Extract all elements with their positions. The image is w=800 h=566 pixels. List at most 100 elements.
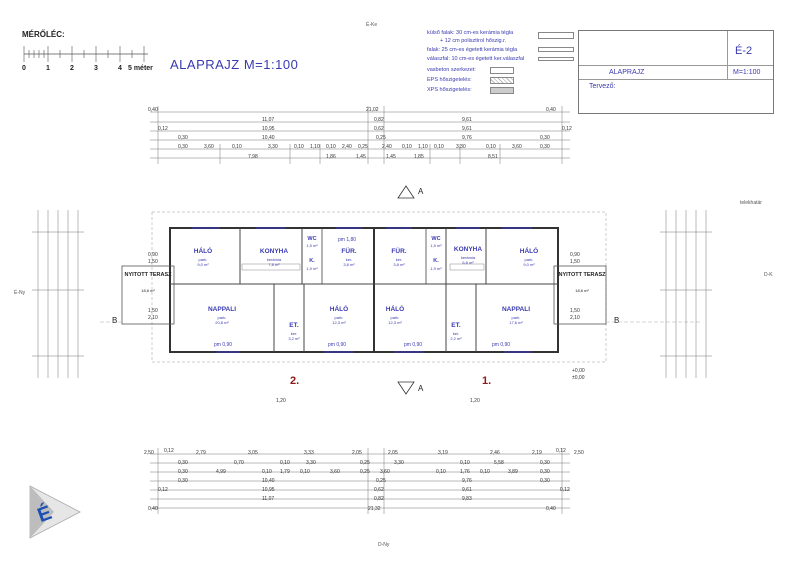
compass-top: É-Ke: [366, 22, 378, 28]
unit-number-1: 1.: [482, 375, 492, 387]
room-area: 6,8 m²: [462, 260, 474, 265]
dim: 10,95: [262, 487, 275, 493]
room-name: WC: [431, 236, 441, 242]
dim: 1,50: [570, 308, 580, 314]
dim: 2,40: [342, 144, 352, 150]
dim: 0,30: [178, 469, 188, 475]
room-name: HÁLÓ: [193, 248, 213, 255]
room-area: 7,8 m²: [268, 262, 280, 267]
legend-item: falak: 25 cm-es égetett kerámia tégla: [427, 47, 518, 53]
dim: 0,82: [374, 117, 384, 123]
dim: 0,12: [158, 126, 168, 132]
dim: 2,10: [148, 315, 158, 321]
level-mark: +0,00: [572, 368, 585, 374]
designer-label: Tervező:: [589, 83, 616, 90]
sill-height: pm 0,90: [214, 342, 233, 348]
scale-tick-4: 4: [118, 65, 122, 72]
north-arrow-icon: É: [29, 485, 81, 539]
dim: 3,89: [508, 469, 518, 475]
dim: 0,90: [148, 252, 158, 258]
dim: 0,25: [376, 478, 386, 484]
room-name: NAPPALI: [207, 306, 237, 313]
room-name: NAPPALI: [501, 306, 531, 313]
dim: 0,10: [294, 144, 304, 150]
dim: 21,02: [366, 107, 379, 113]
floor-plan: [100, 211, 700, 363]
scale-tick-3: 3: [94, 65, 98, 72]
dim: 3,19: [438, 450, 448, 456]
dim: 10,40: [262, 478, 275, 484]
room-floor: park.: [390, 315, 400, 320]
room-floor: park.: [334, 315, 344, 320]
dim: 0,25: [376, 135, 386, 141]
dim: 0,30: [178, 144, 188, 150]
dim: 0,40: [148, 107, 158, 113]
room-floor: ker.: [395, 257, 403, 262]
dim: 2,79: [196, 450, 206, 456]
dim: 9,61: [462, 117, 472, 123]
room-area: 3,8 m²: [343, 262, 355, 267]
room-floor: kerámia: [266, 257, 282, 262]
dim: 1,20: [276, 398, 286, 404]
legend-item: XPS hőszigetelés:: [427, 87, 472, 93]
dim: 1,50: [148, 259, 158, 265]
top-dimension-lines: [150, 106, 570, 164]
unit-number-2: 2.: [290, 375, 300, 387]
dim: 5,58: [494, 460, 504, 466]
room-area: 1,5 m²: [306, 243, 318, 248]
dim: 2,10: [570, 315, 580, 321]
dim: 0,12: [158, 487, 168, 493]
room-floor: ker.: [452, 331, 460, 336]
dim: 0,12: [556, 448, 566, 454]
dim: 0,10: [434, 144, 444, 150]
dim: 0,40: [148, 506, 158, 512]
scale-ruler-label: MÉRŐLÉC:: [22, 30, 65, 39]
dim: 0,10: [436, 469, 446, 475]
scale-tick-5: 5 méter: [128, 65, 153, 72]
room-name: K.: [433, 258, 439, 264]
room-area: 9,0 m²: [523, 262, 535, 267]
dim: 2,40: [382, 144, 392, 150]
dim: 2,50: [144, 450, 154, 456]
dim: 0,30: [540, 460, 550, 466]
dim: 3,60: [204, 144, 214, 150]
dim: 0,62: [374, 487, 384, 493]
dim: 8,51: [488, 154, 498, 160]
section-label-b-right: B: [614, 316, 620, 325]
right-dimension-lines: [660, 210, 712, 378]
legend-item: vasbeton szerkezet:: [427, 67, 476, 73]
scale-tick-0: 0: [22, 65, 26, 72]
dim: 0,25: [358, 144, 368, 150]
bottom-dimension-lines: [150, 448, 570, 514]
room-floor: park.: [217, 315, 227, 320]
legend-swatch-xps: [490, 87, 514, 94]
dim: 1,45: [356, 154, 366, 160]
dim: 1,86: [326, 154, 336, 160]
dim: 0,30: [540, 144, 550, 150]
room-area: 3,2 m²: [288, 336, 300, 341]
section-marker-a-top: [397, 185, 415, 199]
dim: 0,10: [486, 144, 496, 150]
dim: 0,10: [402, 144, 412, 150]
room-floor: ker.: [345, 257, 353, 262]
dim: 1,20: [470, 398, 480, 404]
dim: 0,30: [540, 469, 550, 475]
sheet-number: É-2: [735, 45, 753, 57]
room-area: 17,6 m²: [509, 320, 523, 325]
dim: 2,19: [532, 450, 542, 456]
dim: 0,12: [560, 487, 570, 493]
dim: 1,79: [280, 469, 290, 475]
dim: 0,40: [546, 506, 556, 512]
boundary-label: telekhatár: [740, 200, 762, 206]
dim: 11,07: [262, 496, 275, 502]
dim: 0,30: [178, 478, 188, 484]
section-marker-a-bottom: [397, 381, 415, 395]
compass-left: É-Ny: [14, 290, 26, 296]
dim: 1,45: [386, 154, 396, 160]
terrace-name: NYITOTT TERASZ: [124, 272, 172, 278]
room-name: KONYHA: [453, 246, 483, 253]
legend-swatch-external-wall: [538, 32, 574, 39]
dim: 0,82: [374, 496, 384, 502]
dim: 3,30: [394, 460, 404, 466]
dim: 1,76: [460, 469, 470, 475]
